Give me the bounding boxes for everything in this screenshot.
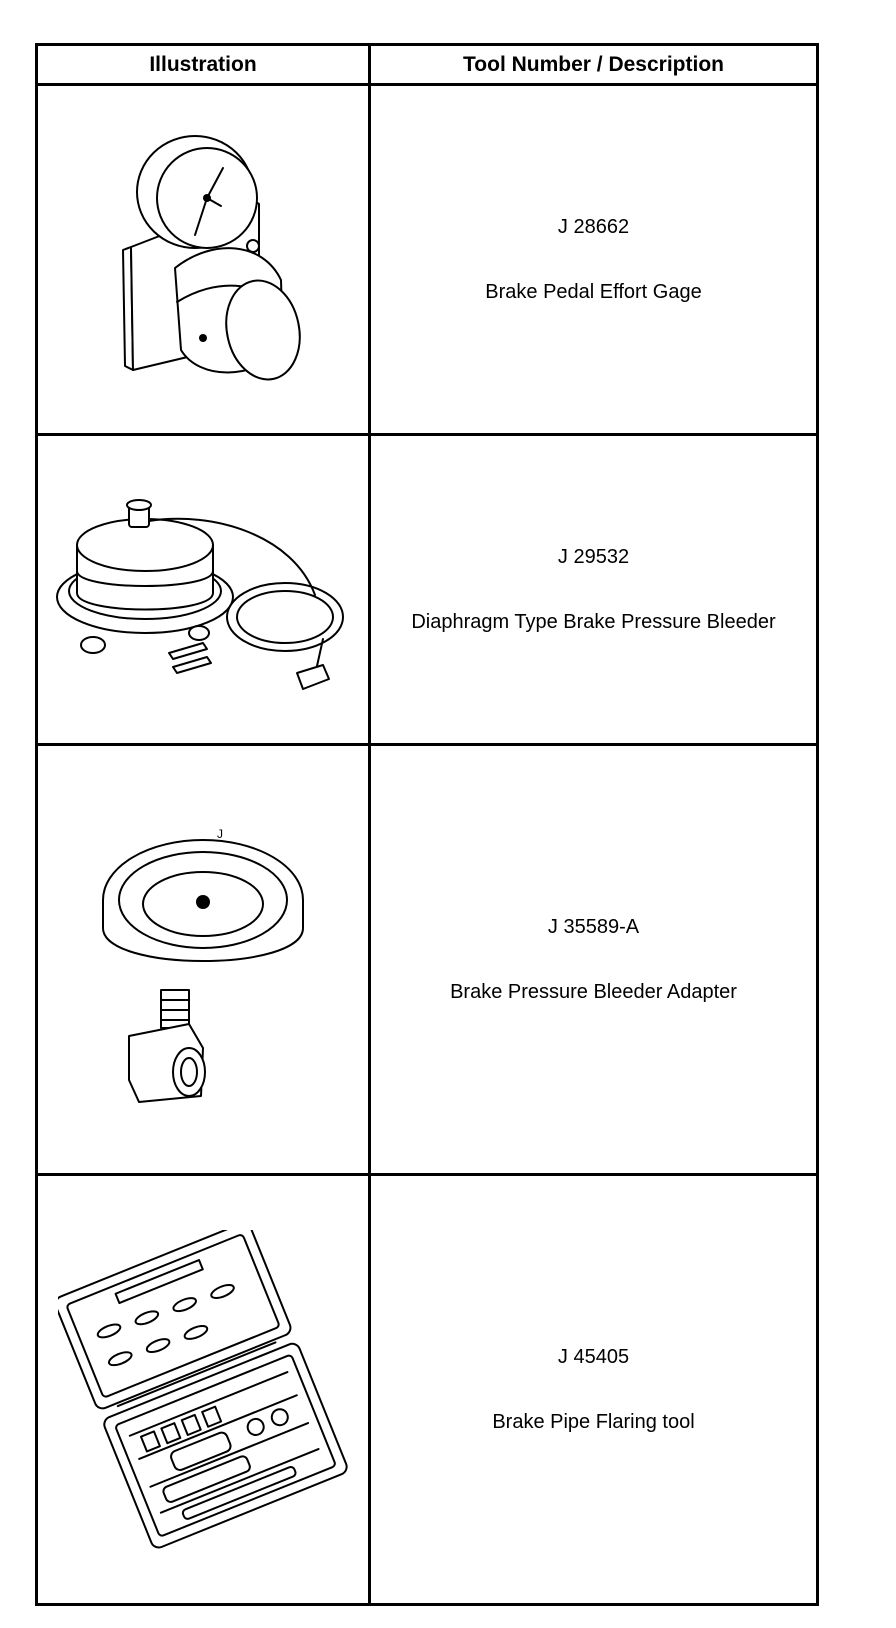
description-cell: J 28662 Brake Pedal Effort Gage bbox=[368, 82, 819, 437]
description-column-header: Tool Number / Description bbox=[368, 43, 819, 86]
description-cell: J 29532 Diaphragm Type Brake Pressure Bl… bbox=[368, 433, 819, 747]
tool-number: J 35589-A bbox=[547, 915, 640, 938]
tool-description: Brake Pipe Flaring tool bbox=[492, 1410, 695, 1433]
illustration-cell bbox=[35, 82, 371, 437]
description-cell: J 45405 Brake Pipe Flaring tool bbox=[368, 1173, 819, 1606]
brake-pedal-effort-gage-icon bbox=[103, 130, 303, 390]
callout-label: J bbox=[217, 827, 223, 841]
brake-pipe-flaring-tool-kit-icon bbox=[58, 1229, 348, 1550]
diaphragm-brake-pressure-bleeder-icon bbox=[53, 475, 353, 705]
table-row: J 29532 Diaphragm Type Brake Pressure Bl… bbox=[35, 433, 819, 747]
special-tools-table: Illustration Tool Number / Description bbox=[35, 43, 819, 1606]
tool-description: Brake Pressure Bleeder Adapter bbox=[450, 980, 737, 1003]
table-row: J 45405 Brake Pipe Flaring tool bbox=[35, 1173, 819, 1606]
tool-number: J 45405 bbox=[557, 1345, 630, 1368]
illustration-column-header: Illustration bbox=[35, 43, 371, 86]
brake-pressure-bleeder-adapter-icon: J bbox=[93, 827, 313, 1120]
illustration-cell bbox=[35, 1173, 371, 1606]
description-cell: J 35589-A Brake Pressure Bleeder Adapter bbox=[368, 743, 819, 1177]
tool-description: Brake Pedal Effort Gage bbox=[485, 280, 702, 303]
tool-number: J 29532 bbox=[557, 545, 630, 568]
illustration-cell bbox=[35, 433, 371, 747]
table-row: J 28662 Brake Pedal Effort Gage bbox=[35, 82, 819, 437]
illustration-cell: J bbox=[35, 743, 371, 1177]
tool-description: Diaphragm Type Brake Pressure Bleeder bbox=[411, 610, 776, 633]
table-header-row: Illustration Tool Number / Description bbox=[35, 43, 819, 86]
tool-number: J 28662 bbox=[557, 215, 630, 238]
table-row: J J bbox=[35, 743, 819, 1177]
